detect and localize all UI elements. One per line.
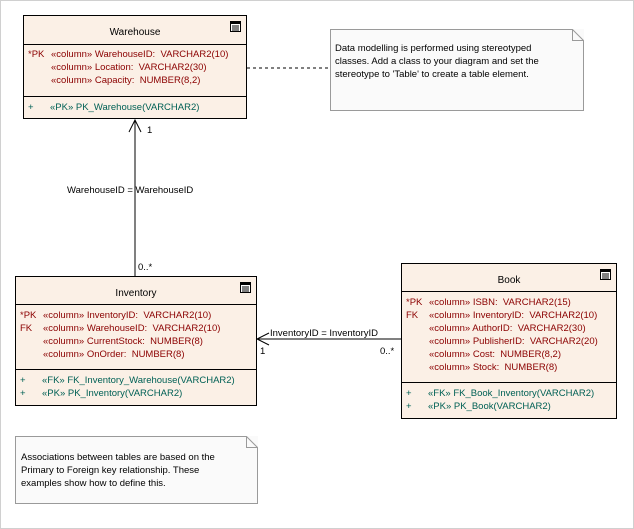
table-name: Warehouse: [109, 27, 161, 38]
table-column-row[interactable]: «column» PublisherID: VARCHAR2(20): [406, 335, 598, 348]
row-prefix: +: [406, 401, 412, 412]
row-text: «column» ISBN: VARCHAR2(15): [429, 297, 571, 308]
row-text: «column» WarehouseID: VARCHAR2(10): [43, 323, 221, 334]
note-line: examples show how to define this.: [21, 478, 166, 489]
note-line: Data modelling is performed using stereo…: [335, 43, 532, 54]
inventory-arrowhead: [255, 332, 270, 346]
table-column-row[interactable]: FK «column» InventoryID: VARCHAR2(10): [406, 309, 597, 322]
operations-separator: [24, 96, 246, 97]
table-operation-row[interactable]: + «PK» PK_Inventory(VARCHAR2): [20, 387, 182, 400]
table-column-row[interactable]: «column» Capacity: NUMBER(8,2): [28, 74, 200, 87]
row-text: «column» AuthorID: VARCHAR2(30): [429, 323, 586, 334]
row-text: «column» InventoryID: VARCHAR2(10): [43, 310, 212, 321]
table-column-row[interactable]: *PK «column» InventoryID: VARCHAR2(10): [20, 309, 211, 322]
note-shape: [15, 436, 258, 504]
table-operation-row[interactable]: + «PK» PK_Book(VARCHAR2): [406, 400, 551, 413]
table-column-row[interactable]: «column» Stock: NUMBER(8): [406, 361, 557, 374]
row-text: «FK» FK_Book_Inventory(VARCHAR2): [428, 388, 595, 399]
table-operation-row[interactable]: + «PK» PK_Warehouse(VARCHAR2): [28, 101, 199, 114]
row-text: «column» Capacity: NUMBER(8,2): [51, 75, 201, 86]
operations-separator: [402, 382, 616, 383]
note-line: Primary to Foreign key relationship. The…: [21, 465, 200, 476]
inventory-source-multiplicity: 1: [260, 346, 266, 357]
row-prefix: *PK: [20, 310, 37, 321]
row-prefix: FK: [406, 310, 419, 321]
table-column-row[interactable]: *PK «column» ISBN: VARCHAR2(15): [406, 296, 571, 309]
note-shape: [330, 29, 584, 111]
row-text: «column» PublisherID: VARCHAR2(20): [429, 336, 598, 347]
table-column-row[interactable]: «column» Location: VARCHAR2(30): [28, 61, 207, 74]
row-text: «column» CurrentStock: NUMBER(8): [43, 336, 203, 347]
table-column-row[interactable]: *PK «column» WarehouseID: VARCHAR2(10): [28, 48, 228, 61]
row-prefix: *PK: [28, 49, 45, 60]
table-column-row[interactable]: «column» OnOrder: NUMBER(8): [20, 348, 184, 361]
row-text: «column» Stock: NUMBER(8): [429, 362, 558, 373]
row-text: «column» OnOrder: NUMBER(8): [43, 349, 185, 360]
warehouse-arrowhead: [128, 118, 142, 133]
table-icon: [240, 282, 251, 293]
table-column-row[interactable]: «column» Cost: NUMBER(8,2): [406, 348, 561, 361]
row-prefix: +: [406, 388, 412, 399]
book-multiplicity: 0..*: [380, 346, 395, 357]
warehouse-inventory-link-label: WarehouseID = WarehouseID: [67, 185, 194, 196]
warehouse-multiplicity: 1: [147, 125, 153, 136]
row-text: «column» Cost: NUMBER(8,2): [429, 349, 561, 360]
table-column-row[interactable]: «column» AuthorID: VARCHAR2(30): [406, 322, 586, 335]
table-icon: [600, 269, 611, 280]
table-operation-row[interactable]: + «FK» FK_Book_Inventory(VARCHAR2): [406, 387, 594, 400]
inventory-table-header: Inventory: [16, 277, 256, 304]
note-line: Associations between tables are based on…: [21, 452, 215, 463]
row-prefix: +: [20, 375, 26, 386]
row-text: «PK» PK_Book(VARCHAR2): [428, 401, 551, 412]
table-name: Inventory: [115, 288, 157, 299]
inventory-table[interactable]: Inventory *PK «column» InventoryID: VARCH…: [15, 276, 257, 406]
row-text: «column» WarehouseID: VARCHAR2(10): [51, 49, 229, 60]
table-name: Book: [497, 275, 521, 286]
row-prefix: +: [20, 388, 26, 399]
row-text: «PK» PK_Warehouse(VARCHAR2): [50, 102, 200, 113]
table-icon: [230, 21, 241, 32]
note-text: Data modelling is performed using stereo…: [335, 42, 539, 81]
table-operation-row[interactable]: + «FK» FK_Inventory_Warehouse(VARCHAR2): [20, 374, 235, 387]
header-separator: [24, 44, 246, 45]
book-table-header: Book: [402, 264, 616, 291]
row-text: «column» InventoryID: VARCHAR2(10): [429, 310, 598, 321]
table-column-row[interactable]: «column» CurrentStock: NUMBER(8): [20, 335, 203, 348]
note-line: stereotype to 'Table' to create a table …: [335, 69, 529, 80]
warehouse-table-header: Warehouse: [24, 16, 246, 44]
note-associations-info[interactable]: Associations between tables are based on…: [15, 436, 258, 504]
header-separator: [16, 304, 256, 305]
inventory-book-link-label: InventoryID = InventoryID: [270, 328, 378, 339]
book-table[interactable]: Book *PK «column» ISBN: VARCHAR2(15) FK «co…: [401, 263, 617, 419]
row-prefix: *PK: [406, 297, 423, 308]
inventory-multiplicity: 0..*: [138, 262, 153, 273]
note-stereotype-info[interactable]: Data modelling is performed using stereo…: [330, 29, 584, 111]
warehouse-table[interactable]: Warehouse *PK «column» WarehouseID: VARCH…: [23, 15, 247, 119]
row-prefix: +: [28, 102, 34, 113]
row-text: «FK» FK_Inventory_Warehouse(VARCHAR2): [42, 375, 235, 386]
header-separator: [402, 291, 616, 292]
table-column-row[interactable]: FK «column» WarehouseID: VARCHAR2(10): [20, 322, 220, 335]
operations-separator: [16, 369, 256, 370]
note-text: Associations between tables are based on…: [21, 451, 215, 490]
note-line: classes. Add a class to your diagram and…: [335, 56, 539, 67]
row-text: «PK» PK_Inventory(VARCHAR2): [42, 388, 183, 399]
row-text: «column» Location: VARCHAR2(30): [51, 62, 207, 73]
row-prefix: FK: [20, 323, 33, 334]
